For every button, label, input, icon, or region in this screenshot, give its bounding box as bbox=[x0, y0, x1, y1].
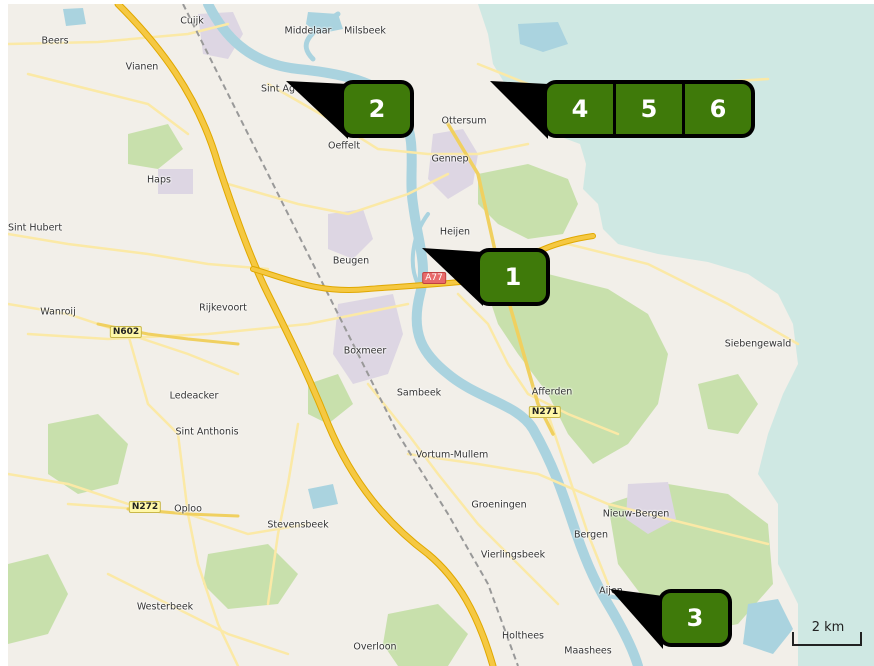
place-label-heijen: Heijen bbox=[439, 226, 471, 238]
place-label-sambeek: Sambeek bbox=[396, 387, 442, 399]
marker-4-label[interactable]: 4 bbox=[547, 84, 613, 134]
place-label-gennep: Gennep bbox=[431, 153, 469, 165]
place-label-milsbeek: Milsbeek bbox=[344, 25, 386, 37]
place-label-vianen: Vianen bbox=[125, 61, 159, 73]
place-label-nieuw-bergen: Nieuw-Bergen bbox=[602, 508, 670, 520]
place-label-middelaar: Middelaar bbox=[284, 25, 332, 37]
place-label-oploo: Oploo bbox=[174, 503, 202, 515]
lakes bbox=[63, 8, 793, 654]
railway-line bbox=[182, 4, 519, 666]
scale-bar-line bbox=[792, 632, 862, 646]
place-label-vortum-mullem: Vortum-Mullem bbox=[415, 449, 489, 461]
road-shield-n271: N271 bbox=[528, 406, 562, 418]
place-label-sint-hubert: Sint Hubert bbox=[8, 222, 63, 234]
place-label-rijkevoort: Rijkevoort bbox=[199, 302, 247, 314]
place-label-ledeacker: Ledeacker bbox=[169, 390, 219, 402]
marker-3-label[interactable]: 3 bbox=[662, 593, 728, 643]
place-label-beers: Beers bbox=[41, 35, 69, 47]
map-marker-1[interactable]: 1 bbox=[476, 248, 550, 306]
place-label-beugen: Beugen bbox=[332, 255, 370, 267]
place-label-groeningen: Groeningen bbox=[471, 499, 527, 511]
marker-6-label[interactable]: 6 bbox=[685, 84, 751, 134]
map-marker-2[interactable]: 2 bbox=[340, 80, 414, 138]
marker-1-label[interactable]: 1 bbox=[480, 252, 546, 302]
place-label-overloon: Overloon bbox=[353, 641, 397, 653]
place-label-boxmeer: Boxmeer bbox=[343, 345, 387, 357]
road-shield-n602: N602 bbox=[109, 326, 143, 338]
place-label-oeffelt: Oeffelt bbox=[327, 140, 361, 152]
place-label-bergen: Bergen bbox=[574, 529, 608, 541]
scale-bar: 2 km bbox=[792, 620, 864, 648]
place-label-cuijk: Cuijk bbox=[180, 15, 204, 27]
place-label-maashees: Maashees bbox=[564, 645, 612, 657]
place-label-stevensbeek: Stevensbeek bbox=[267, 519, 329, 531]
scale-bar-label: 2 km bbox=[811, 620, 845, 635]
place-label-wanroij: Wanroij bbox=[40, 306, 76, 318]
sea-area bbox=[478, 4, 874, 666]
place-label-siebengewald: Siebengewald bbox=[724, 338, 792, 350]
place-label-sint-agatha: Sint Ag bbox=[261, 83, 295, 95]
place-label-aijen: Aijen bbox=[599, 585, 623, 597]
forest-areas bbox=[8, 124, 773, 666]
map-marker-3[interactable]: 3 bbox=[658, 589, 732, 647]
road-shield-a77: A77 bbox=[422, 272, 446, 284]
place-label-holthees: Holthees bbox=[502, 630, 544, 642]
place-label-ottersum: Ottersum bbox=[441, 115, 487, 127]
place-label-vierlingsbeek: Vierlingsbeek bbox=[480, 549, 546, 561]
road-shield-n272: N272 bbox=[128, 501, 162, 513]
place-label-westerbeek: Westerbeek bbox=[136, 601, 194, 613]
marker-2-label[interactable]: 2 bbox=[344, 84, 410, 134]
map-marker-4-5-6[interactable]: 4 5 6 bbox=[543, 80, 755, 138]
place-label-sint-anthonis: Sint Anthonis bbox=[175, 426, 239, 438]
place-label-haps: Haps bbox=[147, 174, 171, 186]
place-label-afferden: Afferden bbox=[531, 386, 573, 398]
map-canvas[interactable]: Cuijk Middelaar Milsbeek Beers Vianen Si… bbox=[8, 4, 874, 666]
marker-5-label[interactable]: 5 bbox=[616, 84, 682, 134]
urban-areas bbox=[158, 12, 676, 534]
